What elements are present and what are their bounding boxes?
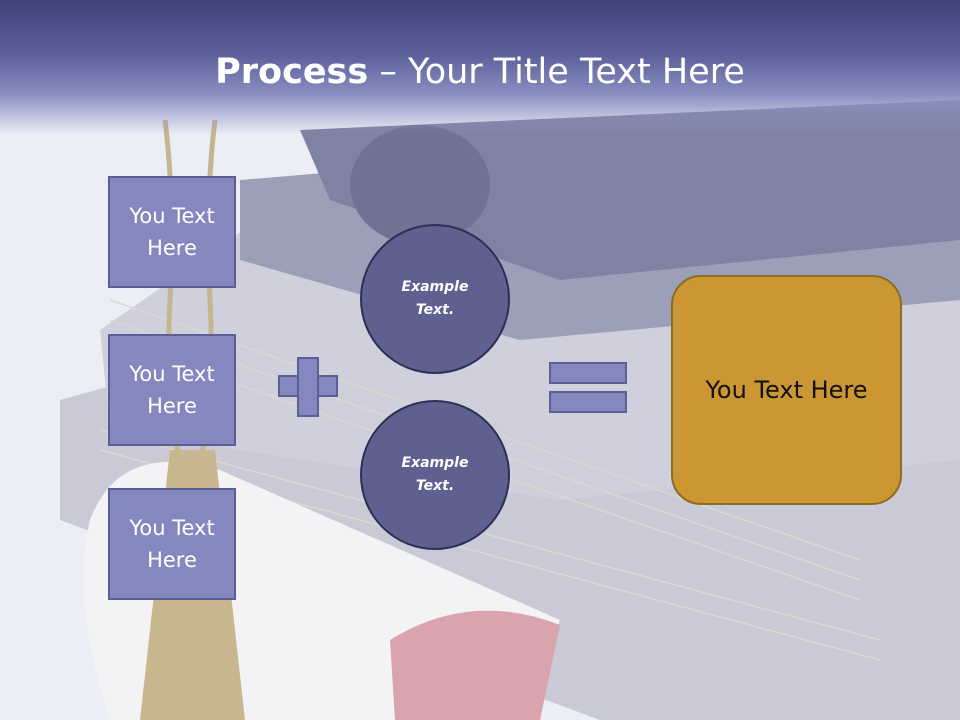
text-box-2[interactable]: You Text Here — [108, 334, 236, 446]
example-circle-2-label: Example Text. — [401, 455, 469, 494]
title-rest-text: – Your Title Text Here — [368, 52, 745, 92]
title-bold-text: Process — [215, 52, 369, 92]
example-circle-1[interactable]: Example Text. — [360, 224, 510, 374]
example-circle-2[interactable]: Example Text. — [360, 400, 510, 550]
slide-title: Process – Your Title Text Here — [0, 52, 960, 92]
text-box-1[interactable]: You Text Here — [108, 176, 236, 288]
header-band — [0, 0, 960, 135]
text-box-3[interactable]: You Text Here — [108, 488, 236, 600]
example-circle-1-label: Example Text. — [401, 279, 469, 318]
result-box[interactable]: You Text Here — [671, 275, 902, 505]
